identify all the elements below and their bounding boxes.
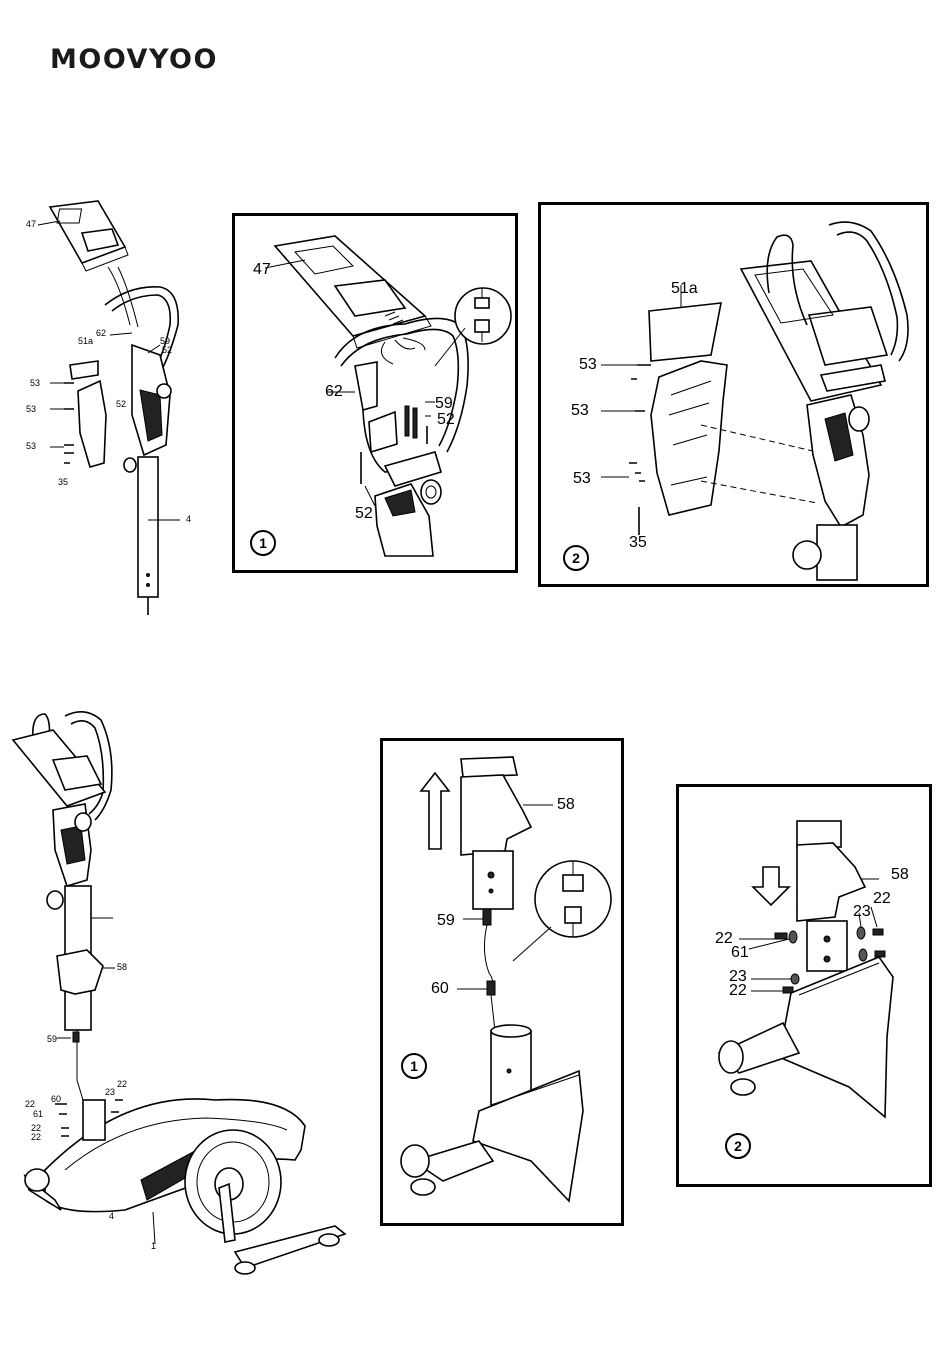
label-22a: 22 <box>117 1080 127 1089</box>
label-61: 61 <box>33 1110 43 1119</box>
label-22b: 22 <box>25 1100 35 1109</box>
label-22c: 22 <box>729 983 747 999</box>
label-53b: 53 <box>571 403 589 419</box>
console-assembly-drawing <box>20 195 210 625</box>
step-2-badge: 2 <box>725 1133 751 1159</box>
label-52b: 52 <box>116 400 126 409</box>
label-35: 35 <box>58 478 68 487</box>
label-53a: 53 <box>579 357 597 373</box>
brand-logo: MOOVYOO <box>50 44 218 75</box>
step-2-badge: 2 <box>563 545 589 571</box>
label-35: 35 <box>629 535 647 551</box>
label-23a: 23 <box>853 904 871 920</box>
label-60: 60 <box>51 1095 61 1104</box>
label-53c: 53 <box>26 442 36 451</box>
label-58: 58 <box>891 867 909 883</box>
cover-install-drawing <box>541 205 926 584</box>
label-62: 62 <box>325 384 343 400</box>
label-53c: 53 <box>573 471 591 487</box>
step-1-badge: 1 <box>401 1053 427 1079</box>
label-1: 1 <box>151 1242 156 1251</box>
label-47: 47 <box>26 220 36 229</box>
label-59: 59 <box>435 396 453 412</box>
label-22a: 22 <box>873 891 891 907</box>
label-58: 58 <box>557 797 575 813</box>
step-1-badge: 1 <box>250 530 276 556</box>
label-22d: 22 <box>31 1133 41 1142</box>
cable-connect-drawing <box>383 741 621 1223</box>
top-detail-1-panel: 47 62 59 52 52 1 <box>232 213 518 573</box>
bottom-detail-2-panel: 58 23 22 22 61 23 22 2 <box>676 784 932 1187</box>
label-60: 60 <box>431 981 449 997</box>
label-58: 58 <box>117 963 127 972</box>
label-61: 61 <box>731 945 749 961</box>
label-53a: 53 <box>30 379 40 388</box>
label-4: 4 <box>109 1212 114 1221</box>
label-51a: 51a <box>671 281 698 297</box>
label-53b: 53 <box>26 405 36 414</box>
label-4: 4 <box>186 515 191 524</box>
label-59: 59 <box>437 913 455 929</box>
label-59: 59 <box>47 1035 57 1044</box>
post-bolting-drawing <box>679 787 929 1184</box>
top-overview-figure: 47 62 51a 59 52 52 53 53 53 35 4 <box>20 195 210 625</box>
label-52b: 52 <box>355 506 373 522</box>
label-23: 23 <box>105 1088 115 1097</box>
label-51a: 51a <box>78 337 93 346</box>
console-wiring-drawing <box>235 216 515 570</box>
top-detail-2-panel: 51a 53 53 53 35 2 <box>538 202 929 587</box>
label-47: 47 <box>253 262 271 278</box>
bottom-detail-1-panel: 58 59 60 1 <box>380 738 624 1226</box>
label-52a: 52 <box>437 412 455 428</box>
label-52a: 52 <box>162 346 172 355</box>
trainer-overview-drawing <box>5 700 355 1290</box>
bottom-overview-figure: 4 58 59 60 22 23 22 61 22 22 1 <box>5 700 355 1290</box>
label-62: 62 <box>96 329 106 338</box>
